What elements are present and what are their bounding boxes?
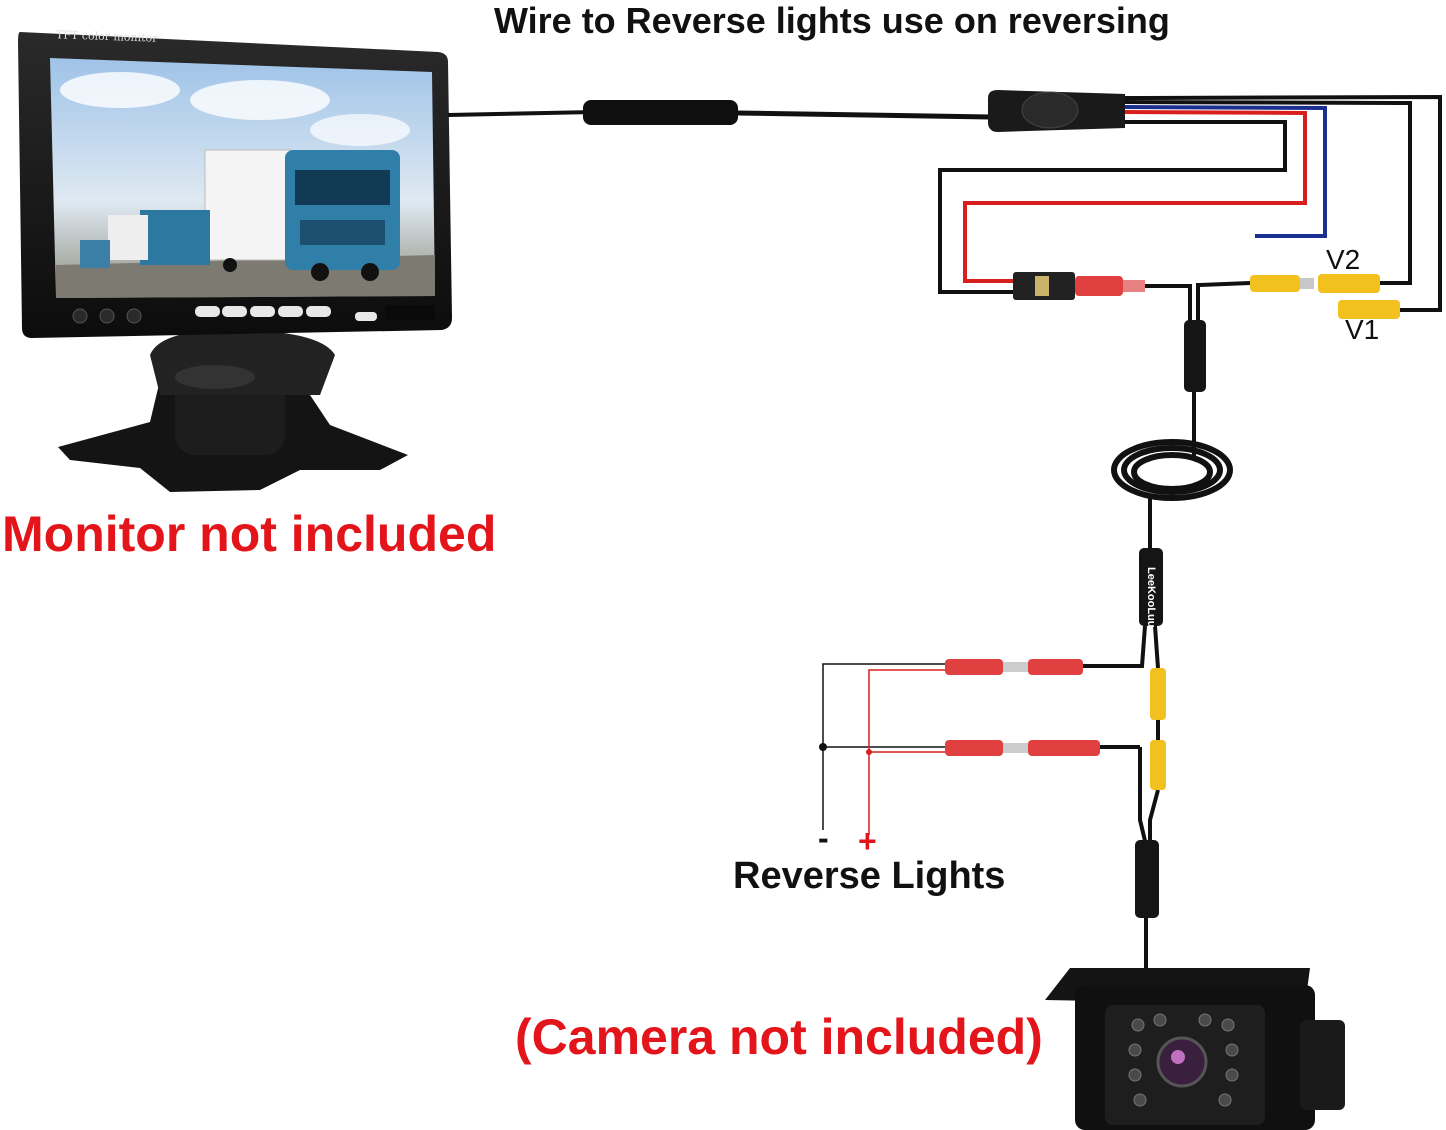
brand-label-top: LeeKooLuu: [1170, 345, 1182, 406]
power-connectors: [1013, 272, 1185, 300]
lower-harness: [1080, 625, 1160, 975]
lower-connectors: [945, 659, 1166, 918]
reverse-light-wires: [819, 663, 945, 835]
ir-leds: [1128, 1013, 1239, 1107]
v2-socket: [1318, 274, 1380, 293]
splitter-wires: [938, 94, 1442, 312]
rca-connectors: [1199, 274, 1400, 319]
video-input-2-label: V2: [1326, 244, 1361, 275]
main-cable: [447, 100, 991, 125]
negative-symbol: -: [818, 820, 829, 856]
camera-bracket: [1300, 1020, 1345, 1110]
truck-image: [80, 149, 400, 281]
aviation-connector: [583, 100, 738, 125]
brand-label-bottom: LeeKooLuu: [1145, 567, 1157, 628]
video-input-1-label: V1: [1345, 314, 1380, 345]
monitor-buttons: [72, 305, 435, 324]
reverse-lights-label: Reverse Lights: [733, 855, 1006, 897]
splitter-box: [988, 90, 1125, 132]
cable-coil: [1111, 439, 1233, 501]
camera-note: (Camera not included): [515, 1009, 1043, 1065]
camera: [1045, 968, 1345, 1130]
leekooluu-block-2: [1139, 548, 1163, 626]
leekooluu-block-1: [1184, 320, 1206, 392]
diagram-title: Wire to Reverse lights use on reversing: [494, 0, 1170, 41]
monitor: [18, 32, 452, 492]
positive-symbol: +: [858, 823, 877, 859]
monitor-note: Monitor not included: [2, 506, 497, 562]
v1-socket: [1338, 300, 1400, 319]
